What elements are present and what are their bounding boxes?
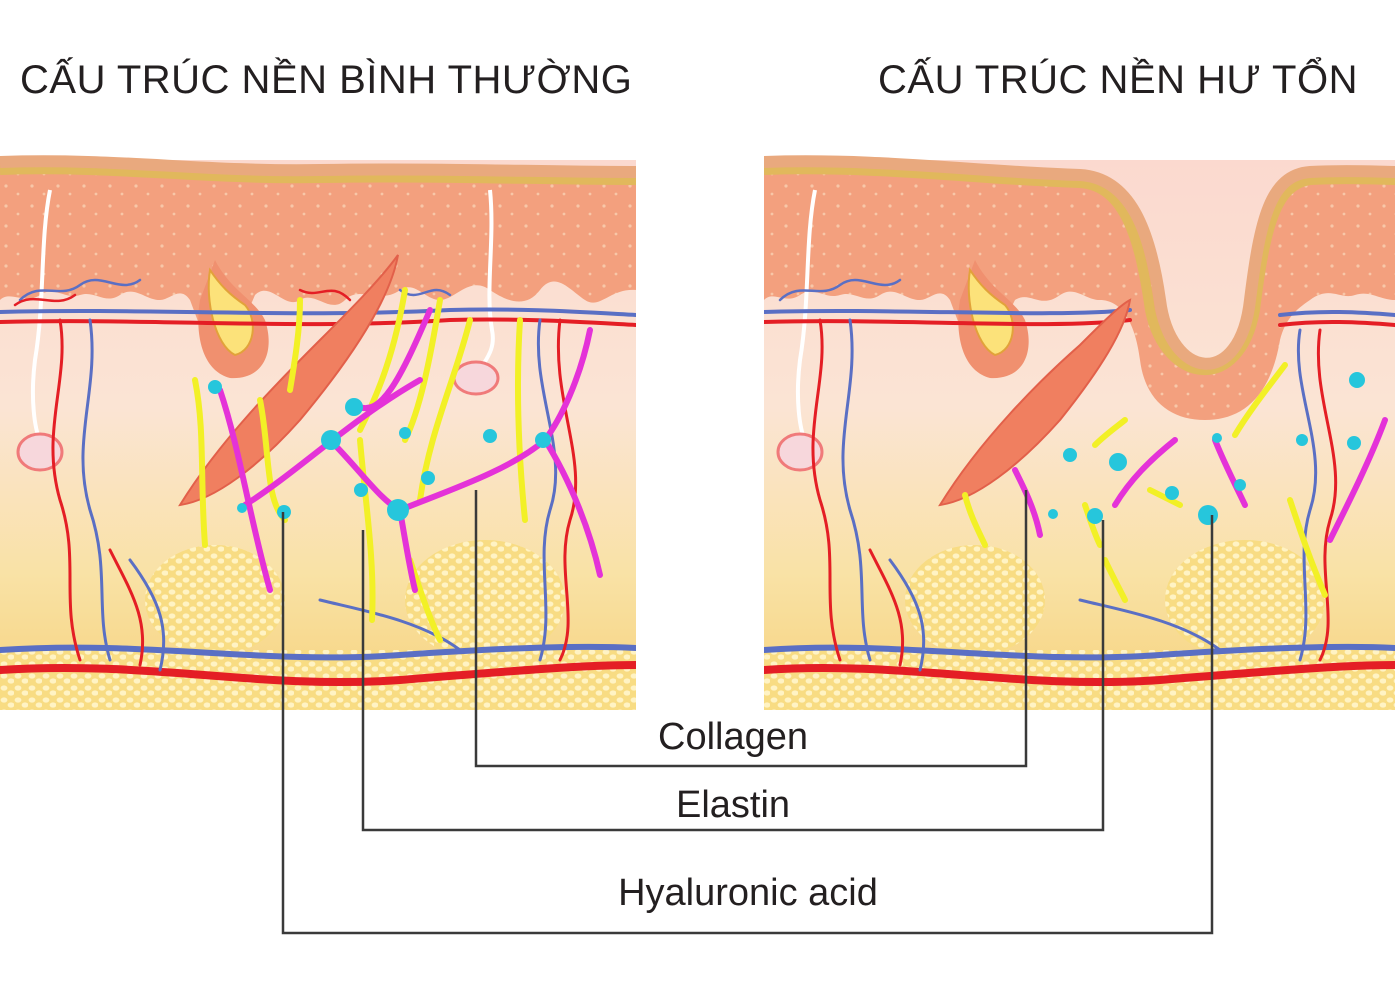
normal-skin-panel bbox=[0, 155, 636, 710]
collagen-fibers-damaged bbox=[962, 362, 1328, 603]
legend-elastin-label: Elastin bbox=[675, 784, 791, 826]
blood-vessels bbox=[764, 278, 1395, 687]
damaged-skin-panel bbox=[764, 155, 1395, 710]
arrector-muscle bbox=[938, 298, 1132, 507]
collagen-fibers bbox=[192, 287, 528, 643]
elastin-connector bbox=[361, 520, 1105, 832]
legend-hyaluronic-label: Hyaluronic acid bbox=[618, 872, 878, 914]
title-damaged-structure: CẤU TRÚC NỀN HƯ TỔN bbox=[878, 58, 1358, 102]
collagen-connector bbox=[474, 490, 1028, 768]
epidermis-layer bbox=[0, 161, 636, 354]
title-normal-structure: CẤU TRÚC NỀN BÌNH THƯỜNG bbox=[20, 58, 633, 102]
legend-connector-lines bbox=[281, 490, 1214, 935]
legend-collagen-label: Collagen bbox=[658, 716, 808, 758]
elastin-fibers-damaged bbox=[1012, 417, 1388, 543]
hyaluronic-connector bbox=[281, 512, 1214, 935]
hyaluronic-acid-dots bbox=[208, 380, 551, 521]
blood-vessels bbox=[0, 278, 636, 687]
